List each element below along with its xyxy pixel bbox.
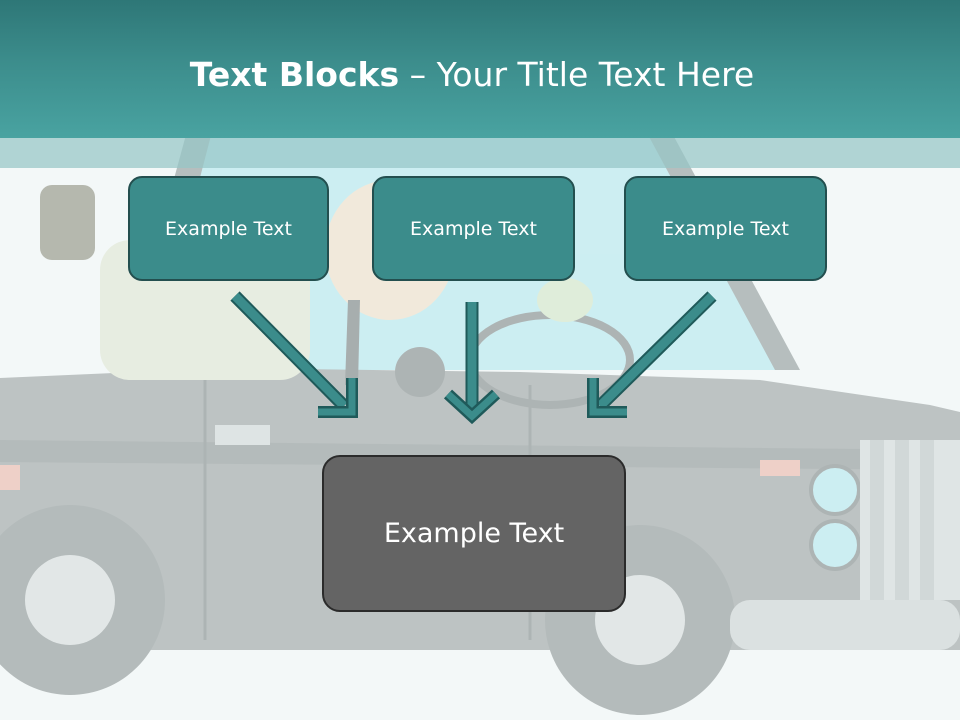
arrow-right [595, 291, 717, 411]
main-text-block[interactable]: Example Text [322, 455, 626, 612]
text-block-2-label: Example Text [410, 217, 537, 240]
title-rest: – Your Title Text Here [399, 55, 755, 94]
title-bold: Text Blocks [189, 55, 400, 94]
main-text-block-label: Example Text [383, 518, 565, 549]
text-block-1[interactable]: Example Text [128, 176, 329, 281]
text-block-3[interactable]: Example Text [624, 176, 827, 281]
arrow-left-shaft [231, 292, 348, 410]
text-block-2[interactable]: Example Text [372, 176, 575, 281]
title-bar-band [0, 138, 960, 168]
text-block-1-label: Example Text [165, 217, 292, 240]
text-block-3-label: Example Text [662, 217, 789, 240]
slide-title[interactable]: Text Blocks – Your Title Text Here [0, 54, 944, 96]
title-bar [0, 0, 960, 138]
